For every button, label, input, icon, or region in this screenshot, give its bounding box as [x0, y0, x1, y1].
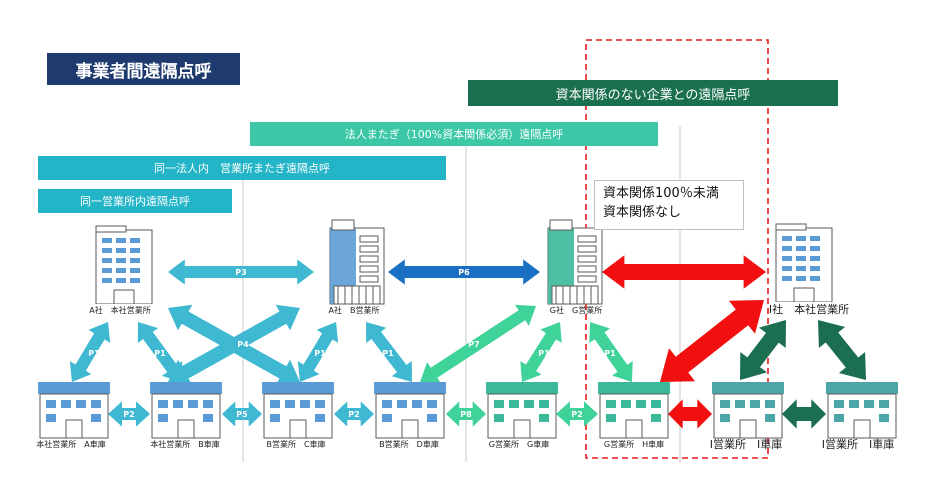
- arrow-red-diag: [660, 300, 764, 382]
- arrow-p5: [222, 401, 262, 427]
- arrow-i-bottom: [782, 399, 826, 429]
- arrow-p1-g: [520, 322, 562, 382]
- building-i-i: [712, 382, 784, 439]
- arrow-i-left: [740, 320, 786, 380]
- label-i-hq: I社 本社営業所: [768, 303, 850, 316]
- label-b-c: B営業所 C車庫: [266, 440, 326, 449]
- building-b-c: [262, 382, 334, 439]
- arrow-red-top: [602, 255, 766, 289]
- arrow-p3: [168, 259, 314, 285]
- arrow-p8-label: P8: [460, 410, 472, 419]
- arrow-p7-label: P7: [468, 340, 479, 349]
- no-capital-banner: 資本関係のない企業との遠隔点呼: [468, 80, 838, 106]
- arrow-p2-b: [334, 401, 374, 427]
- arrow-p2-a: [108, 401, 150, 427]
- arrow-p1-d: [366, 322, 412, 382]
- label-b-d: B営業所 D車庫: [379, 440, 439, 449]
- title-banner: 事業者間遠隔点呼: [47, 53, 240, 85]
- arrow-i-right: [818, 320, 866, 380]
- arrow-p1-c: [297, 322, 339, 382]
- arrow-p5-label: P5: [236, 410, 248, 419]
- label-hq-b: 本社営業所 B車庫: [150, 440, 220, 449]
- label-hq-a: 本社営業所 A車庫: [36, 440, 106, 449]
- arrow-p4-b: [168, 304, 300, 386]
- label-g-gg: G営業所 G車庫: [488, 440, 550, 449]
- arrow-p2-c-label: P2: [571, 410, 582, 419]
- building-b-d: [374, 382, 446, 439]
- node-layer: [38, 219, 898, 439]
- arrow-p3-label: P3: [235, 268, 246, 277]
- arrow-p1-b-label: P1: [154, 349, 166, 358]
- label-g-h: G営業所 H車庫: [603, 440, 665, 449]
- label-i-i: I営業所 I車庫: [709, 438, 783, 451]
- arrow-p1-a: [69, 322, 111, 382]
- building-hq-b: [150, 382, 222, 439]
- arrow-p2-c: [556, 401, 598, 427]
- building-g-gg: [486, 382, 558, 439]
- note-line-1: 資本関係100％未満: [603, 186, 719, 201]
- capital-note: 資本関係100％未満 資本関係なし: [594, 180, 744, 230]
- arrow-p1-h-label: P1: [604, 349, 616, 358]
- building-a-hq: [95, 225, 153, 304]
- building-g-g: [547, 219, 603, 305]
- arrow-layer: [69, 255, 866, 429]
- same-office-banner: 同一営業所内遠隔点呼: [38, 189, 232, 213]
- note-line-2: 資本関係なし: [603, 205, 682, 220]
- arrow-p1-g-label: P1: [538, 349, 550, 358]
- arrow-p1-d-label: P1: [382, 349, 394, 358]
- arrow-p1-c-label: P1: [314, 349, 326, 358]
- label-g-g: G社 G営業所: [549, 306, 603, 315]
- arrow-p8: [446, 401, 486, 427]
- building-a-b: [329, 219, 385, 305]
- arrow-p6: [388, 259, 540, 285]
- building-hq-a: [38, 382, 110, 439]
- arrow-p1-a-label: P1: [88, 349, 100, 358]
- arrow-p4-label: P4: [237, 340, 249, 349]
- building-i-j: [826, 382, 898, 439]
- arrow-p6-label: P6: [458, 268, 470, 277]
- building-g-h: [598, 382, 670, 439]
- arrow-p1-h: [589, 322, 633, 382]
- arrow-red-bottom: [668, 399, 712, 429]
- building-i-hq: [775, 223, 833, 302]
- label-a-hq: A社 本社営業所: [89, 306, 151, 315]
- arrow-p1-b: [137, 322, 183, 382]
- label-i-j: I営業所 I車庫: [821, 438, 895, 451]
- cross-corp-banner: 法人またぎ（100%資本関係必須）遠隔点呼: [250, 122, 658, 146]
- arrow-p7: [420, 304, 536, 384]
- label-a-b: A社 B営業所: [328, 306, 380, 315]
- same-corp-banner: 同一法人内 営業所またぎ遠隔点呼: [38, 156, 446, 180]
- arrow-p2-a-label: P2: [123, 410, 134, 419]
- arrow-p2-b-label: P2: [348, 410, 359, 419]
